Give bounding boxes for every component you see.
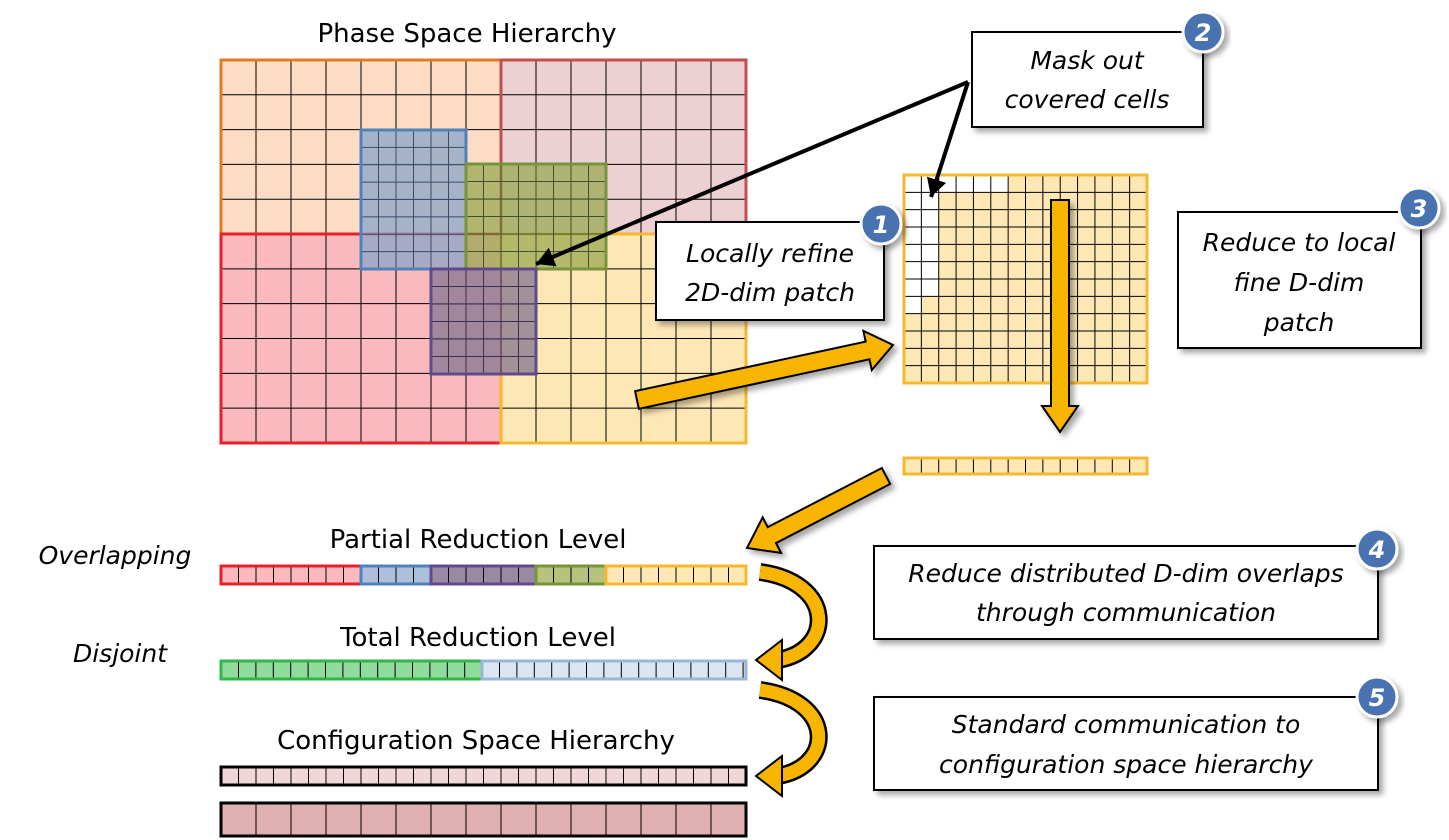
step-1-line-2: 2D-dim patch xyxy=(685,278,855,307)
step-1-number: 1 xyxy=(873,211,890,239)
mask-arrow-to-overlap xyxy=(535,80,969,267)
mask-arrow-to-overlap-line xyxy=(535,80,969,266)
step-3-number: 3 xyxy=(1411,195,1428,223)
step-5-badge: 5 xyxy=(1355,675,1399,719)
mask-arrow-to-refined-line xyxy=(929,81,970,198)
config-coarse-strip xyxy=(219,801,748,838)
masked-cell xyxy=(904,279,922,297)
partial-to-total-arrow xyxy=(754,563,828,683)
mask-arrow-to-refined xyxy=(926,81,970,198)
refined-patch-outline xyxy=(902,173,1149,385)
step-4-callout: Reduce distributed D-dim overlaps throug… xyxy=(873,545,1379,640)
masked-cell xyxy=(921,192,939,210)
masked-cell xyxy=(973,175,991,193)
masked-cell xyxy=(904,244,922,262)
step-4-badge-circle xyxy=(1355,527,1399,571)
step-4-line-2: through communication xyxy=(976,598,1276,627)
configuration-space-title: Configuration Space Hierarchy xyxy=(277,726,675,756)
masked-cell xyxy=(904,209,922,227)
mask-arrow-to-overlap-head xyxy=(536,247,557,267)
masked-cell xyxy=(921,261,939,279)
masked-cell xyxy=(921,209,939,227)
refined-patch xyxy=(902,173,1149,385)
step-5-badge-circle xyxy=(1355,675,1399,719)
patch-purple xyxy=(429,267,538,376)
masked-cell xyxy=(904,296,922,314)
masked-cell xyxy=(938,175,957,193)
step-2-badge: 2 xyxy=(1181,10,1225,54)
total-to-config-arrow-body xyxy=(758,683,826,783)
step-5-line-1: Standard communication to xyxy=(952,710,1301,739)
masked-cell xyxy=(990,175,1009,193)
reduced-strip-outline xyxy=(902,456,1149,476)
total-to-config-arrow xyxy=(754,681,828,799)
to-partial-arrow xyxy=(745,466,892,555)
partial-reduction-title: Partial Reduction Level xyxy=(330,525,627,555)
step-1-badge-circle xyxy=(859,202,903,246)
step-2-badge-circle xyxy=(1181,10,1225,54)
partial-segment-outline-5 xyxy=(604,564,748,586)
config-fine-strip xyxy=(219,765,748,787)
step-5-callout: Standard communication to configuration … xyxy=(873,696,1379,791)
reduced-strip xyxy=(902,456,1149,476)
step-2-line-1: Mask out xyxy=(1030,46,1144,75)
partial-reduction-strip xyxy=(219,564,748,586)
masked-cell xyxy=(956,175,974,193)
masked-cell xyxy=(921,279,939,297)
step-2-number: 2 xyxy=(1195,19,1212,47)
partial-to-total-arrow-head xyxy=(754,637,783,683)
partial-to-total-arrow-body xyxy=(758,565,826,667)
masked-cell xyxy=(904,261,922,279)
masked-cell xyxy=(904,227,922,245)
masked-cell xyxy=(921,227,939,245)
total-to-config-arrow-head xyxy=(754,753,783,799)
overlapping-label: Overlapping xyxy=(39,541,192,570)
step-3-line-2: fine D-dim xyxy=(1234,268,1365,297)
total-segment-green xyxy=(221,661,482,679)
patch-purple-outline xyxy=(429,267,538,376)
config-coarse-strip-fill xyxy=(221,803,746,836)
step-3-badge-circle xyxy=(1397,186,1441,230)
disjoint-label: Disjoint xyxy=(73,639,168,668)
step-5-line-2: configuration space hierarchy xyxy=(939,750,1314,779)
refine-arrow xyxy=(633,329,895,410)
masked-cell xyxy=(921,244,939,262)
step-3-line-3: patch xyxy=(1263,308,1335,337)
total-reduction-title: Total Reduction Level xyxy=(339,623,616,653)
reduce-down-arrow xyxy=(1040,199,1080,434)
total-segment-blue-outline xyxy=(480,659,748,681)
step-1-callout: Locally refine 2D-dim patch xyxy=(655,221,885,321)
phase-space-title: Phase Space Hierarchy xyxy=(317,19,616,49)
total-segment-blue xyxy=(482,661,746,679)
config-coarse-strip-outline xyxy=(219,801,748,838)
mask-arrow-to-refined-head xyxy=(926,176,947,197)
masked-cell xyxy=(904,175,922,193)
step-3-callout: Reduce to local fine D-dim patch xyxy=(1177,211,1422,349)
step-4-badge: 4 xyxy=(1355,527,1399,571)
step-4-number: 4 xyxy=(1368,536,1386,564)
patch-green xyxy=(464,162,608,271)
step-1-badge: 1 xyxy=(859,202,903,246)
config-fine-strip-outline xyxy=(219,765,748,787)
step-4-line-1: Reduce distributed D-dim overlaps xyxy=(908,559,1343,588)
total-reduction-strip xyxy=(219,659,748,681)
step-1-line-1: Locally refine xyxy=(686,239,854,268)
step-2-line-2: covered cells xyxy=(1005,85,1170,114)
step-5-number: 5 xyxy=(1369,684,1386,712)
step-3-line-1: Reduce to local xyxy=(1203,228,1396,257)
step-3-badge: 3 xyxy=(1397,186,1441,230)
patch-blue xyxy=(359,128,468,271)
step-2-callout: Mask out covered cells xyxy=(971,31,1204,128)
masked-cell xyxy=(904,192,922,210)
